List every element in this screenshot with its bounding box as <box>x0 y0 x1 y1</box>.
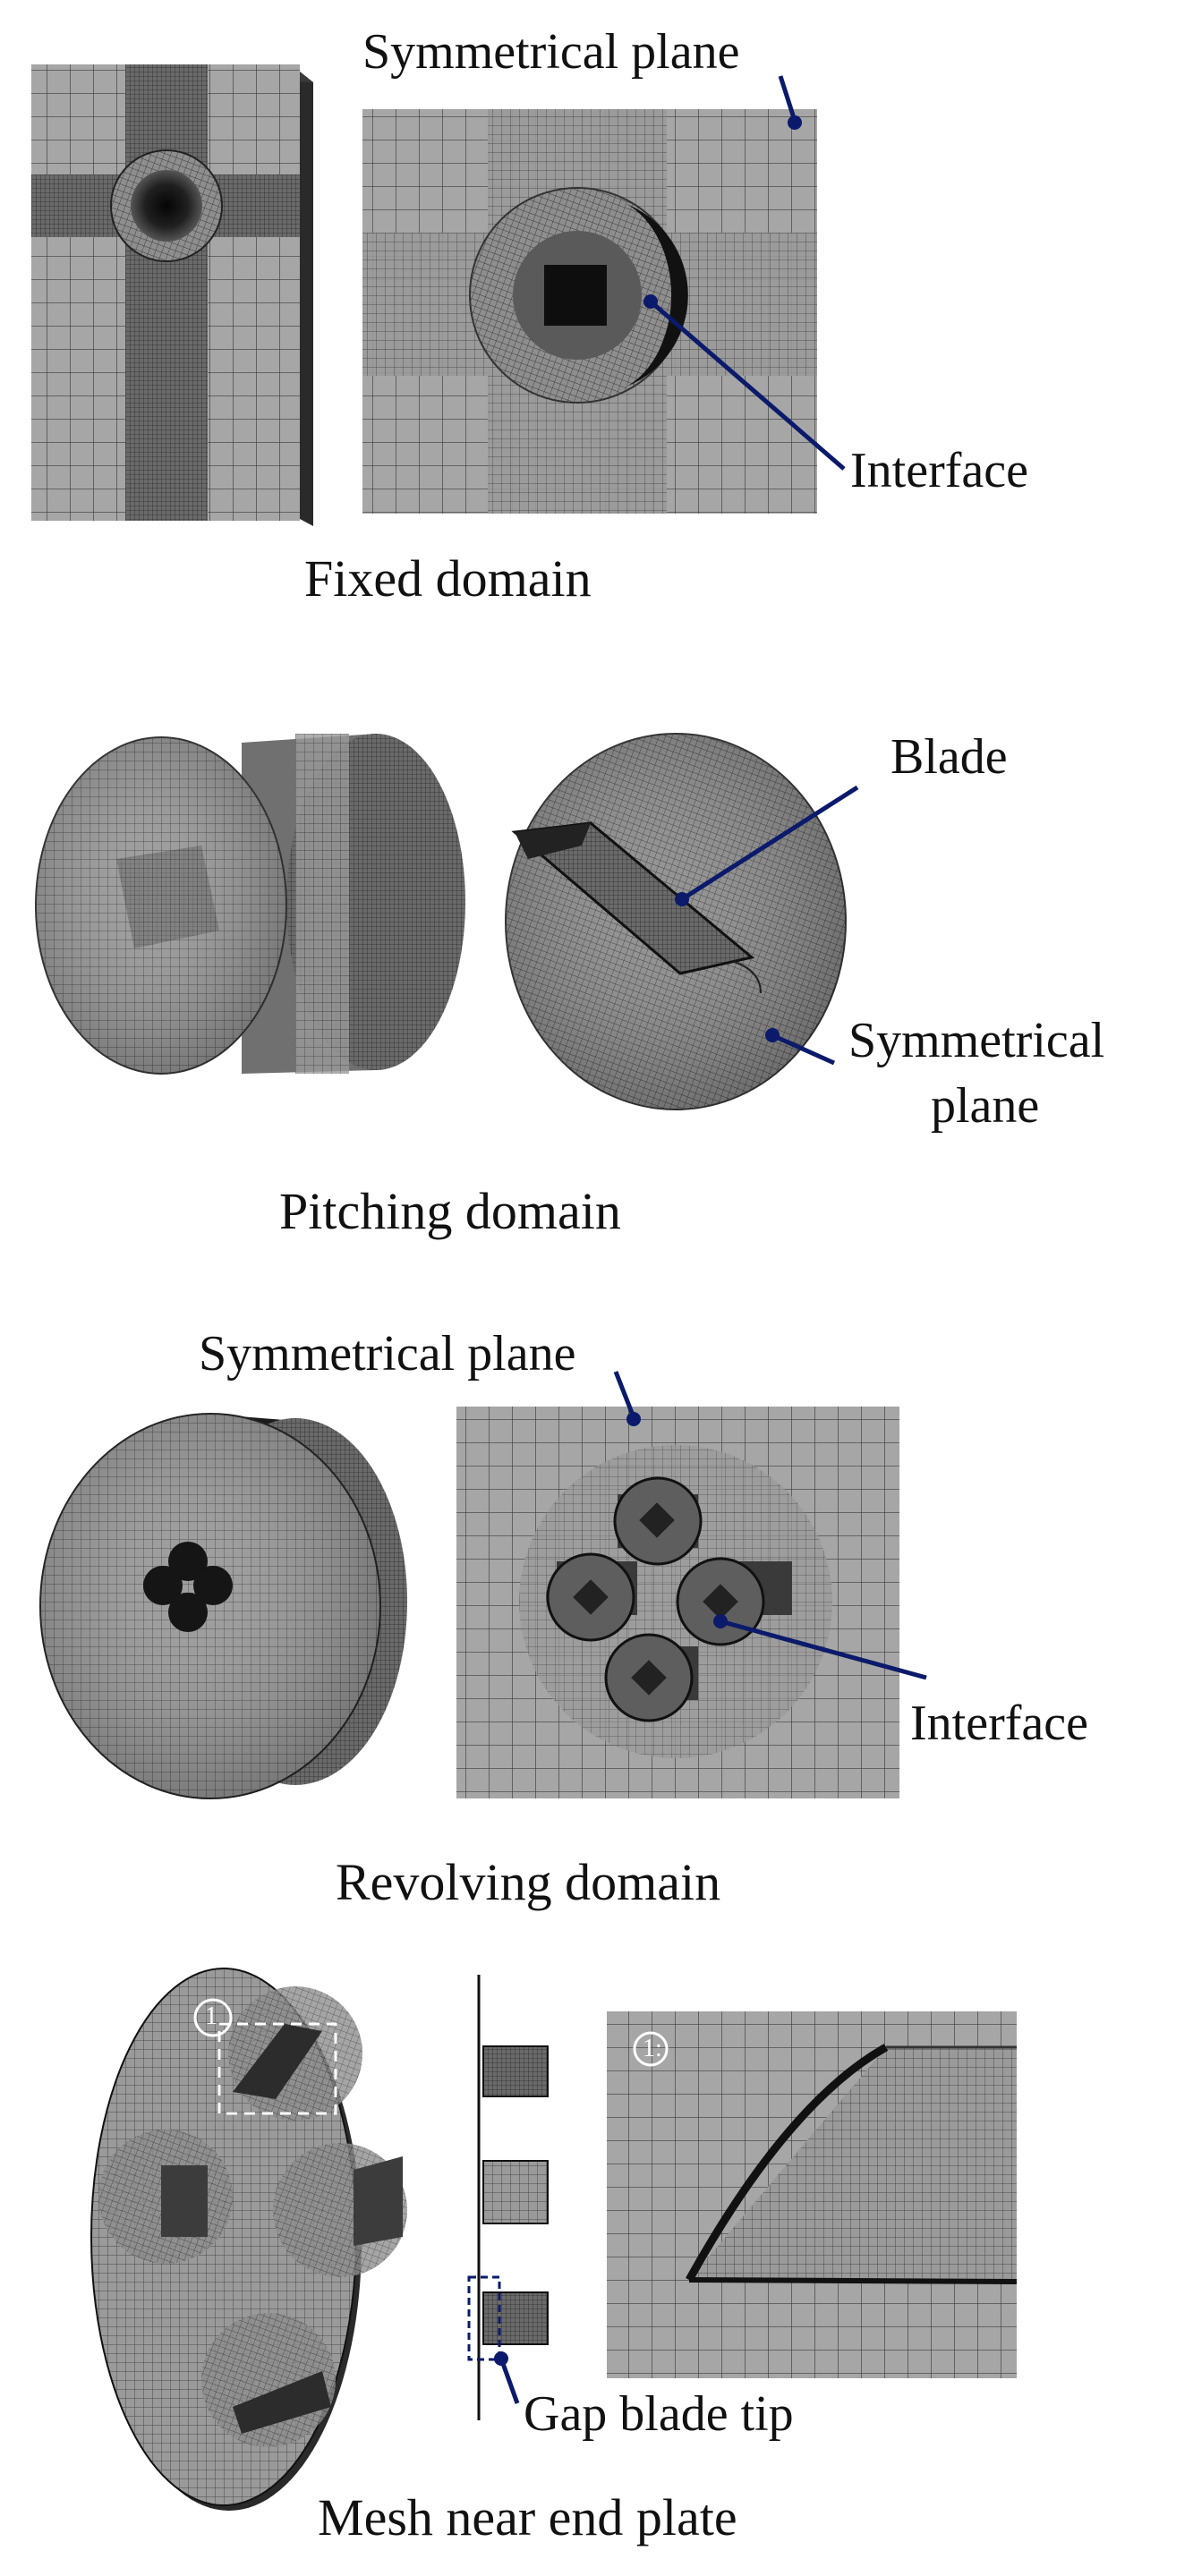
label-fixed-interface: Interface <box>850 443 1028 498</box>
pointer-pitching-symmetry <box>765 1028 836 1066</box>
end-plate-disc <box>90 1968 407 2511</box>
revolving-sub-cylinder-left <box>546 1552 637 1642</box>
label-pitching-blade: Blade <box>890 729 1008 785</box>
caption-mesh-near-end-plate: Mesh near end plate <box>318 2488 737 2546</box>
revolving-domain-3d-disc <box>39 1413 407 1799</box>
gap-side-view <box>467 1975 549 2420</box>
pointer-revolving-interface <box>713 1614 927 1680</box>
caption-revolving-domain: Revolving domain <box>336 1853 721 1911</box>
end-plate-zoom-box <box>217 2022 337 2115</box>
label-fixed-symmetrical-plane: Symmetrical plane <box>362 24 740 80</box>
label-pitching-symmetrical: Symmetrical <box>848 1013 1105 1068</box>
label-gap-blade-tip: Gap blade tip <box>524 2386 794 2442</box>
pointer-pitching-blade <box>675 785 859 906</box>
marker-label-1: 1 <box>205 2002 217 2030</box>
revolving-sub-cylinder-right <box>676 1557 792 1646</box>
fixed-domain-symmetry-plane <box>362 109 817 514</box>
fixed-domain-3d-block <box>31 64 313 526</box>
revolving-domain-symmetry-plane <box>456 1407 899 1798</box>
caption-fixed-domain: Fixed domain <box>304 549 592 608</box>
label-revolving-interface: Interface <box>910 1696 1088 1751</box>
label-revolving-symmetrical-plane: Symmetrical plane <box>199 1326 576 1382</box>
pointer-revolving-symmetry <box>613 1371 641 1426</box>
caption-pitching-domain: Pitching domain <box>279 1182 621 1240</box>
revolving-sub-cylinder-top <box>613 1476 703 1566</box>
zoom-marker-label: 1: <box>643 2035 662 2062</box>
end-plate-zoomed-view <box>607 2011 1018 2378</box>
revolving-sub-cylinder-bottom <box>604 1633 698 1722</box>
pointer-fixed-symmetry <box>778 75 802 130</box>
label-pitching-plane: plane <box>931 1078 1040 1134</box>
pitching-domain-3d-cylinder <box>35 734 465 1075</box>
pitching-domain-symmetry-plane <box>505 733 847 1110</box>
pointer-fixed-interface <box>643 294 846 471</box>
pointer-gap <box>494 2351 520 2404</box>
